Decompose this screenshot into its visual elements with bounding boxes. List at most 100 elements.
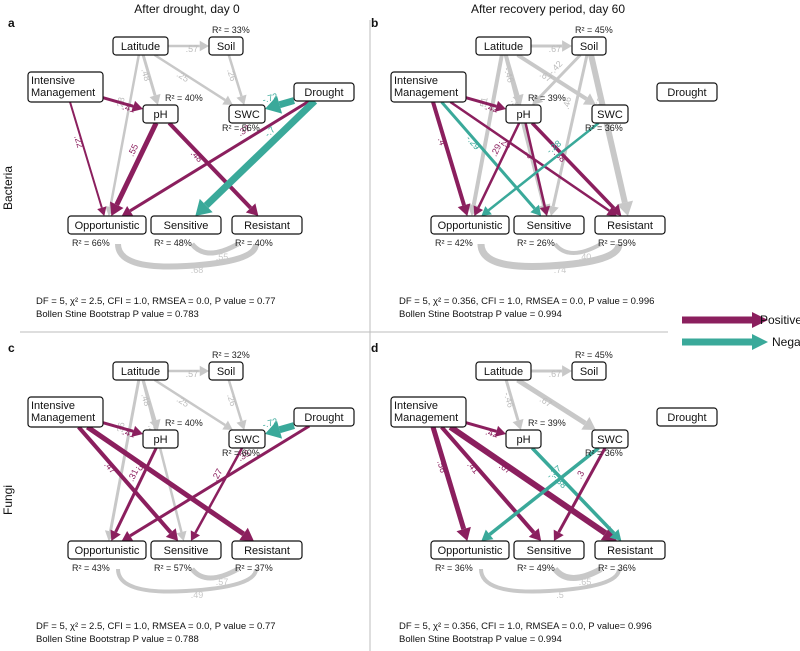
node-label-opportunistic: Opportunistic [438,545,503,557]
r2-opportunistic: R² = 36% [435,563,473,573]
node-box-intensive [27,396,104,428]
node-drought: Drought [656,82,718,102]
arrowhead-ph-to-resistant [245,203,259,216]
node-label-ph: pH [153,434,167,446]
node-label-drought: Drought [667,412,706,424]
path-soil-to-swc [227,379,243,422]
node-box-swc [591,429,629,449]
path-latitude-to-ph [504,54,520,96]
coefficient-ph-to-opportunistic: .29 [489,142,503,158]
node-resistant: Resistant [594,540,666,560]
node-latitude: Latitude [112,361,169,381]
coefficient-latitude-to-soil: .57 [186,369,199,379]
arrowhead-intensive-to-sensitive [530,204,542,216]
coefficient-ph-to-opportunistic: .55 [126,142,140,158]
path-latitude-to-swc [153,378,226,427]
node-resistant: Resistant [594,215,666,235]
node-drought: Drought [656,407,718,427]
node-box-resistant [231,540,303,560]
path-intensive-to-ph [465,421,497,433]
arrowhead-drought-to-opportunistic [121,205,134,216]
node-soil: Soil [208,36,244,56]
path-swc-to-sensitive [194,447,244,534]
node-swc: SWC [228,429,266,449]
arrowhead-drought-to-swc [265,420,283,439]
path-latitude-to-opportunistic [471,54,504,206]
coefficient-latitude-to-soil: .67 [549,44,562,54]
node-label-sensitive: Sensitive [164,220,209,232]
node-label-resistant: Resistant [607,220,653,232]
r2-ph: R² = 39% [528,418,566,428]
node-resistant: Resistant [231,215,303,235]
arrowhead-soil-to-resistant [616,200,634,216]
model-fit-stats: Bollen Stine Bootstrap P value = 0.783 [36,309,199,320]
r2-soil: R² = 45% [575,350,613,360]
r2-soil: R² = 45% [575,25,613,35]
model-fit-stats: DF = 5, χ² = 2.5, CFI = 1.0, RMSEA = 0.0… [36,296,276,307]
arrowhead-intensive-to-sensitive [165,528,179,541]
path-intensive-to-resistant [448,424,608,536]
node-latitude: Latitude [475,36,532,56]
node-box-opportunistic [430,540,510,560]
path-latitude-to-ph [141,54,157,96]
node-box-latitude [112,361,169,381]
arrowhead-intensive-to-ph [131,100,143,112]
arrowhead-intensive-to-ph [494,100,506,112]
node-opportunistic: Opportunistic [430,215,510,235]
legend-negative-label: Negative [772,335,800,349]
r2-soil: R² = 33% [212,25,250,35]
title-left: After drought, day 0 [134,2,240,16]
node-soil: Soil [571,361,607,381]
arrowhead-ph-to-resistant [609,529,622,541]
r2-ph: R² = 40% [165,93,203,103]
node-label-latitude: Latitude [121,41,160,53]
node-soil: Soil [208,361,244,381]
arrowhead-latitude-to-swc [582,93,596,105]
node-label-latitude: Latitude [121,366,160,378]
node-label-soil: Soil [217,366,235,378]
node-label-resistant: Resistant [244,220,290,232]
coefficient-soil-to-swc: .26 [225,392,238,407]
node-soil: Soil [571,36,607,56]
node-label-intensive: Intensive [394,75,438,87]
arrowhead-ph-to-opportunistic [110,529,121,541]
arrowhead-ph-to-resistant [609,204,622,216]
arrowhead-ph-to-opportunistic [110,201,124,216]
arrowhead-latitude-to-soil [562,365,572,377]
node-box-drought [656,407,718,427]
curve-coefficient: .55 [216,252,229,262]
coefficient-latitude-to-swc: .25 [175,394,191,409]
node-box-opportunistic [67,540,147,560]
arrowhead-soil-to-swc [236,419,247,430]
path-ph-to-opportunistic [114,121,159,206]
node-drought: Drought [293,407,355,427]
r2-sensitive: R² = 49% [517,563,555,573]
path-intensive-to-ph [465,96,497,108]
node-label-opportunistic: Opportunistic [438,220,503,232]
node-latitude: Latitude [475,361,532,381]
title-right: After recovery period, day 60 [471,2,625,16]
arrowhead-intensive-to-opportunistic [97,206,107,216]
coefficient-soil-to-sensitive: .46 [561,96,573,110]
arrowhead-latitude-to-swc [222,420,233,430]
arrowhead-intensive-to-sensitive [528,528,542,541]
path-intensive-to-sensitive [440,425,536,534]
node-box-sensitive [150,540,222,560]
arrowhead-latitude-to-swc [222,95,233,105]
r2-resistant: R² = 59% [598,238,636,248]
r2-swc: R² = 36% [585,123,623,133]
panel-b: .74.40.67.51.54-.46.67-.42-.68.46.42.4-.… [371,16,718,320]
row-label-fungi: Fungi [1,485,15,515]
arrowhead-soil-to-sensitive [547,205,559,216]
node-label-opportunistic: Opportunistic [75,545,140,557]
path-swc-to-opportunistic [488,446,600,536]
r2-sensitive: R² = 26% [517,238,555,248]
arrowhead-latitude-to-ph [149,93,161,105]
node-label-sensitive: Sensitive [527,545,572,557]
r2-swc: R² = 60% [222,448,260,458]
arrowhead-intensive-to-resistant [239,527,254,541]
coefficient-latitude-to-ph: -.46 [502,391,516,409]
node-label-intensive: Management [31,412,95,424]
